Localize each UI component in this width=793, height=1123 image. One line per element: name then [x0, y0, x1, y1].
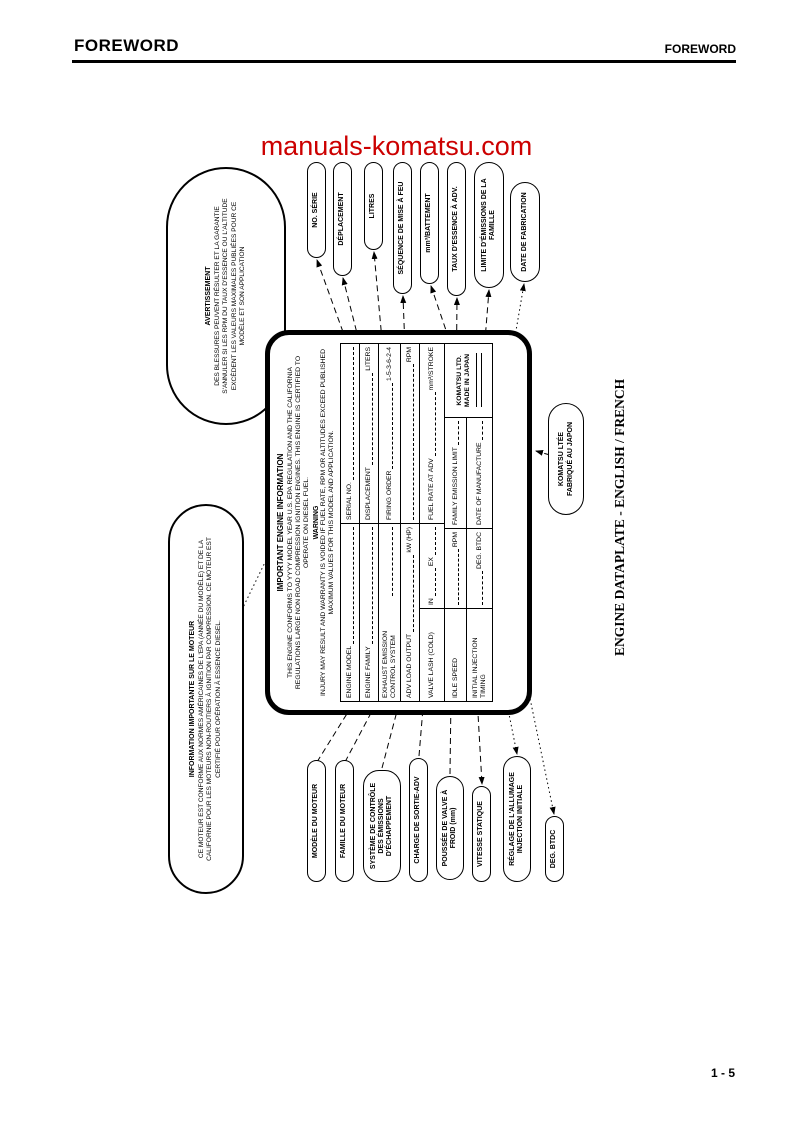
table-row-injection-timing: INITIAL INJECTION TIMING DEG. BTDC DATE … — [466, 418, 493, 701]
bubble-displacement: DÉPLACEMENT — [333, 162, 352, 276]
blank-line — [428, 568, 436, 597]
maker-blank-line — [480, 353, 482, 408]
bubble-emission-control: SYSTÈME DE CONTRÔLE DES ÉMISSIONS D'ÉCHA… — [363, 770, 401, 882]
blank-line — [476, 421, 484, 441]
plate-title: IMPORTANT ENGINE INFORMATION — [276, 453, 285, 592]
field-engine-family: ENGINE FAMILY — [365, 646, 373, 698]
plate-intro: THIS ENGINE CONFORMS TO YYYY MODEL YEAR … — [287, 355, 311, 690]
header-rule — [72, 60, 736, 63]
header-title-right: FOREWORD — [664, 42, 736, 56]
field-deg-btdc: DEG. BTDC — [475, 532, 483, 570]
blank-line — [452, 421, 460, 446]
field-exhaust-system: EXHAUST EMISSION CONTROL SYSTEM — [382, 630, 397, 698]
field-kw-hp: kW (HP) — [406, 527, 414, 553]
field-initial-injection: INITIAL INJECTION TIMING — [472, 637, 487, 698]
french-warning-title: AVERTISSEMENT — [205, 266, 213, 326]
blank-line — [406, 554, 414, 632]
field-firing-order: FIRING ORDER — [385, 470, 393, 520]
table-rows-bottom: IDLE SPEED RPM FAMILY EMISSION LIMIT INI… — [444, 344, 493, 701]
komatsu-ltee-line1: KOMATSU LTÉE — [557, 431, 565, 487]
plate-table: ENGINE MODEL SERIAL NO. ENGINE FAMILY DI… — [340, 343, 494, 702]
engine-dataplate: IMPORTANT ENGINE INFORMATION THIS ENGINE… — [265, 330, 532, 715]
callout-french-info: INFORMATION IMPORTANTE SUR LE MOTEUR CE … — [168, 504, 244, 894]
field-family-emission: FAMILY EMISSION LIMIT — [451, 447, 459, 525]
blank-line — [406, 364, 414, 520]
bubble-deg-btdc: DEG. BTDC — [545, 816, 564, 882]
field-firing-order-value: 1-5-3-6-2-4 — [385, 347, 393, 381]
bubble-serial-no: NO. SÉRIE — [307, 162, 326, 258]
bubble-fuel-rate: TAUX D'ESSENCE À ADV. — [447, 162, 466, 296]
table-row-exhaust: EXHAUST EMISSION CONTROL SYSTEM FIRING O… — [378, 344, 401, 701]
table-row-idle-speed: IDLE SPEED RPM FAMILY EMISSION LIMIT — [445, 418, 467, 701]
maker-origin: MADE IN JAPAN — [464, 353, 472, 408]
field-idle-rpm: RPM — [451, 532, 459, 548]
field-adv-load: ADV LOAD OUTPUT — [406, 633, 414, 698]
header-title-left: FOREWORD — [74, 36, 180, 55]
field-displacement: DISPLACEMENT — [365, 467, 373, 520]
maker-blank-line — [475, 353, 477, 408]
blank-line — [476, 571, 484, 605]
bubble-engine-family: FAMILLE DU MOTEUR — [335, 760, 354, 882]
blank-line — [365, 527, 373, 645]
field-date-of-manufacture: DATE OF MANUFACTURE — [475, 442, 483, 525]
field-idle-speed: IDLE SPEED — [451, 657, 459, 698]
blank-line — [428, 392, 436, 457]
bubble-family-emission: LIMITE D'ÉMISSIONS DE LA FAMILLE — [474, 162, 504, 288]
blank-line — [346, 347, 354, 481]
bubble-injection-timing: RÉGLAGE DE L'ALLUMAGE INJECTION INITIALE — [503, 756, 531, 882]
figure-caption: ENGINE DATAPLATE - ENGLISH / FRENCH — [612, 378, 627, 656]
field-mm3-stroke: mm³/STROKE — [428, 347, 436, 391]
french-warning-body: DES BLESSURES PEUVENT RÉSULTER ET LA GAR… — [214, 198, 246, 394]
blank-line — [386, 527, 394, 596]
bubble-idle-speed: VITESSE STATIQUE — [472, 786, 491, 882]
bubble-komatsu-ltee: KOMATSU LTÉE FABRIQUÉ AU JAPON — [548, 403, 584, 515]
bubble-liters: LITRES — [364, 162, 383, 250]
bubble-firing-order: SÉQUENCE DE MISE À FEU — [393, 162, 412, 294]
field-liters: LITERS — [365, 347, 373, 371]
table-row-valve-lash: VALVE LASH (COLD) IN EX FUEL RATE AT ADV m… — [419, 344, 445, 701]
maker-cell: KOMATSU LTD. MADE IN JAPAN — [445, 344, 493, 418]
french-info-title: INFORMATION IMPORTANTE SUR LE MOTEUR — [189, 620, 197, 778]
bubble-date-of-manufacture: DATE DE FABRICATION — [510, 182, 540, 282]
watermark-text: manuals-komatsu.com — [260, 131, 533, 161]
komatsu-ltee-line2: FABRIQUÉ AU JAPON — [567, 421, 574, 497]
blank-line — [346, 527, 354, 644]
blank-line — [386, 383, 394, 469]
field-valve-lash: VALVE LASH (COLD) — [428, 632, 436, 698]
bubble-mm3-stroke: mm³/BATTEMENT — [420, 162, 439, 284]
page-number: 1 - 5 — [710, 1066, 735, 1080]
table-row-adv-load: ADV LOAD OUTPUT kW (HP) RPM — [400, 344, 420, 701]
maker-name: KOMATSU LTD. — [455, 355, 463, 406]
table-row-engine-model: ENGINE MODEL SERIAL NO. — [341, 344, 360, 701]
field-in: IN — [428, 598, 436, 605]
field-rpm: RPM — [406, 347, 414, 363]
blank-line — [428, 526, 436, 556]
field-ex: EX — [428, 557, 436, 567]
french-info-body: CE MOTEUR EST CONFORME AUX NORMES AMÉRIC… — [198, 537, 222, 861]
table-row-engine-family: ENGINE FAMILY DISPLACEMENT LITERS — [359, 344, 379, 701]
blank-line — [452, 549, 460, 605]
field-engine-model: ENGINE MODEL — [346, 645, 354, 698]
bubble-adv-output: CHARGE DE SORTIE-ADV — [409, 758, 428, 882]
plate-warning-title: WARNING — [313, 505, 321, 540]
field-fuel-rate: FUEL RATE AT ADV — [428, 458, 436, 520]
engine-dataplate-figure: INFORMATION IMPORTANTE SUR LE MOTEUR CE … — [160, 160, 645, 900]
plate-warning-text: INJURY MAY RESULT AND WARRANTY IS VOIDED… — [320, 349, 336, 696]
field-serial-no: SERIAL NO. — [346, 482, 354, 520]
blank-line — [365, 372, 373, 466]
bubble-valve-lash: POUSSÉE DE VALVE À FROID (mm) — [436, 776, 464, 880]
bubble-engine-model: MODÈLE DU MOTEUR — [307, 760, 326, 882]
